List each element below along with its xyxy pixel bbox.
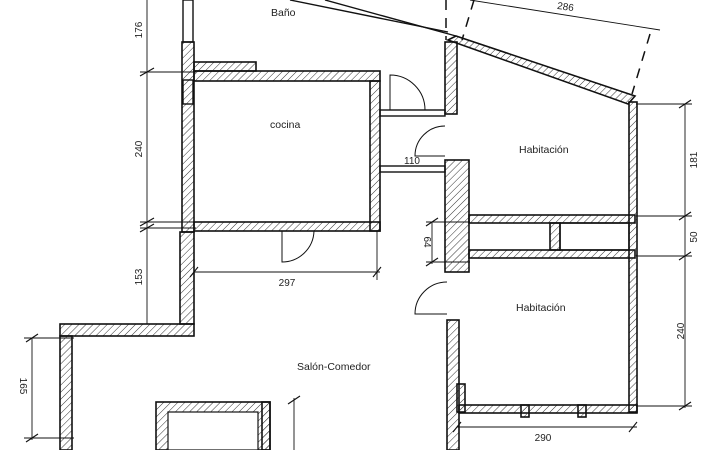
bath-roof-slant-2: [324, 0, 457, 37]
tick-salon-col: [287, 395, 301, 405]
wall-bay-left: [520, 404, 530, 418]
dim-label-240-right: 240: [676, 322, 687, 339]
window-left: [182, 79, 194, 105]
wall-closet-mid: [549, 222, 561, 251]
wall-left-upper: [181, 41, 195, 233]
tick-64-2: [425, 257, 439, 267]
doors: [281, 74, 448, 315]
dash-diag-1: [461, 0, 475, 41]
dim-label-176: 176: [134, 21, 145, 38]
room-salon-label: Salón-Comedor: [297, 361, 371, 373]
dim-label-50: 50: [689, 231, 700, 243]
wall-kitchen-top: [193, 70, 381, 82]
dim-line-286: [469, 0, 661, 31]
wall-bedroom-bottom: [458, 404, 638, 414]
door-kitchen: [281, 230, 315, 263]
wall-salon-pillar: [261, 401, 271, 450]
tick-165-1: [25, 333, 39, 343]
tick-297-2: [372, 266, 382, 278]
dim-label-181: 181: [689, 151, 700, 168]
salon-column-inner: [167, 411, 259, 450]
room-cocina-label: cocina: [270, 119, 301, 131]
walls: [59, 41, 638, 450]
dim-label-240-left: 240: [134, 140, 145, 157]
tick-right-3: [678, 251, 692, 261]
tick-right-4: [678, 401, 692, 411]
wall-right: [628, 101, 638, 413]
dim-label-64: 64: [421, 236, 432, 248]
dim-label-165: 165: [17, 378, 28, 395]
tick-right-2: [678, 211, 692, 221]
wall-pillar-bl: [456, 383, 466, 413]
tick-165-2: [25, 433, 39, 443]
wall-bay-right: [577, 404, 587, 418]
door-bath: [389, 74, 426, 111]
corridor-wall-top: [379, 109, 446, 117]
wall-bath-step: [193, 61, 257, 72]
door-bedroom: [414, 281, 448, 315]
room-habitacion-2-label: Habitación: [516, 302, 566, 314]
wall-roof-slant: [445, 35, 637, 105]
wall-center-column: [444, 159, 470, 273]
dim-label-297: 297: [279, 278, 296, 289]
room-bano-label: Baño: [271, 7, 296, 19]
tick-290-2: [628, 421, 638, 433]
wall-kitchen-right: [369, 80, 381, 232]
dim-label-290: 290: [535, 433, 552, 444]
room-habitacion-1-label: Habitación: [519, 144, 569, 156]
wall-kitchen-bottom: [193, 221, 381, 232]
dim-label-153: 153: [134, 268, 145, 285]
dim-label-110: 110: [404, 156, 420, 167]
dashed-lines: [445, 0, 651, 95]
window-top-left: [182, 0, 194, 43]
wall-salon-left: [59, 335, 73, 450]
door-corridor: [414, 125, 446, 157]
wall-left-lower: [179, 231, 195, 325]
tick-297-1: [189, 266, 199, 278]
tick-290-1: [452, 421, 462, 433]
tick-right-1: [678, 99, 692, 109]
dimension-lines: [24, 0, 692, 450]
wall-closet-bottom: [468, 249, 636, 259]
wall-center-upper: [444, 41, 458, 115]
tick-64-1: [425, 217, 439, 227]
dash-diag-2: [631, 33, 651, 95]
wall-salon-top: [59, 323, 195, 337]
dim-label-286: 286: [556, 1, 575, 15]
thin-walls: [182, 0, 630, 251]
closet-right: [559, 222, 630, 251]
wall-closet-top: [468, 214, 636, 224]
